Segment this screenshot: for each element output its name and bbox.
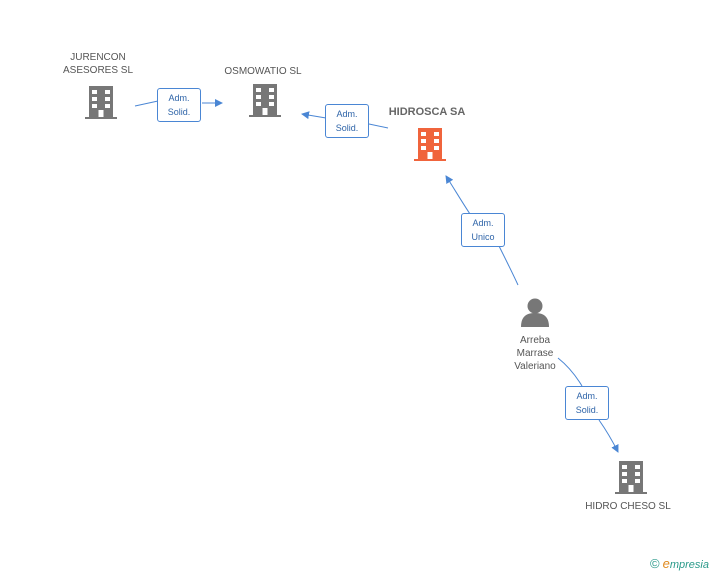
edge-label-jurencon-osmowatio: Adm. Solid. xyxy=(157,88,201,122)
edge-role-type: Solid. xyxy=(575,405,599,415)
node-label-jurencon[interactable]: JURENCON ASESORES SL xyxy=(62,52,134,76)
building-icon[interactable] xyxy=(85,86,117,119)
edge-label-hidrosca-osmowatio: Adm. Solid. xyxy=(325,104,369,138)
edge-role: Adm. xyxy=(336,109,358,119)
edge-arreba-hidrosca xyxy=(446,176,519,286)
building-icon[interactable] xyxy=(249,84,281,117)
edge-role: Adm. xyxy=(576,391,598,401)
edge-hidrosca-osmowatio xyxy=(302,114,389,129)
edge-label-arreba-hidro-cheso: Adm. Solid. xyxy=(565,386,609,420)
building-icon[interactable] xyxy=(615,461,647,494)
edge-jurencon-osmowatio xyxy=(134,101,222,106)
edge-arreba-hidro-cheso xyxy=(557,357,618,452)
node-label-hidrosca[interactable]: HIDROSCA SA xyxy=(388,106,466,118)
edge-role-type: Solid. xyxy=(335,123,359,133)
person-icon[interactable] xyxy=(521,298,549,328)
edge-role: Adm. xyxy=(472,218,494,228)
node-label-arreba[interactable]: Arreba Marrase Valeriano xyxy=(514,335,556,372)
brand-initial: e xyxy=(662,556,670,571)
edge-label-arreba-hidrosca: Adm. Unico xyxy=(461,213,505,247)
copyright-icon: © xyxy=(650,556,660,571)
empresia-logo[interactable]: ©empresia xyxy=(650,556,709,571)
node-label-hidro-cheso[interactable]: HIDRO CHESO SL xyxy=(585,501,671,512)
node-label-osmowatio[interactable]: OSMOWATIO SL xyxy=(224,66,302,77)
edge-role-type: Solid. xyxy=(167,107,191,117)
edge-role: Adm. xyxy=(168,93,190,103)
building-icon[interactable] xyxy=(414,128,446,161)
brand-name: mpresia xyxy=(669,559,709,571)
edge-role-type: Unico xyxy=(471,232,495,242)
